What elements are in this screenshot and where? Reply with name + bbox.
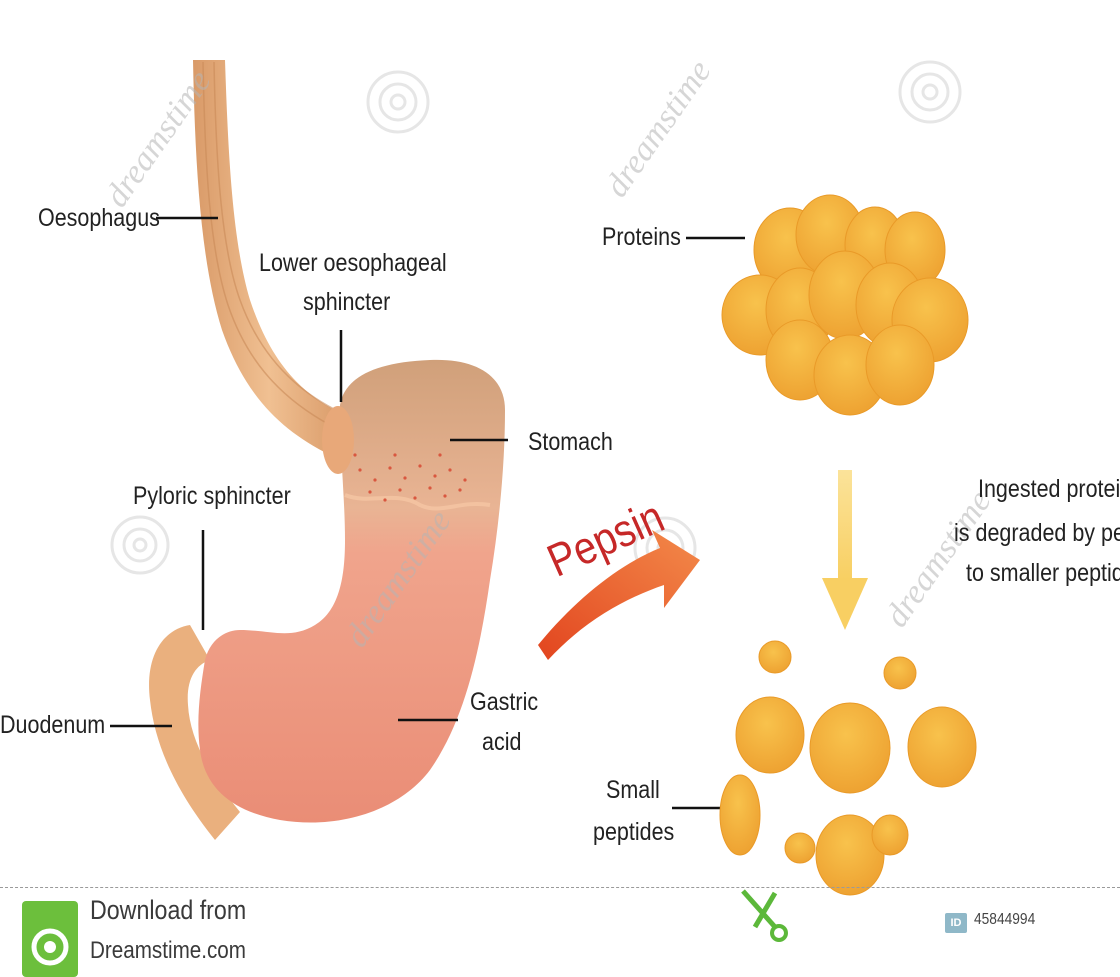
id-badge: ID xyxy=(945,913,967,933)
image-id-number: 45844994 xyxy=(974,911,1035,929)
small-peptides-cluster xyxy=(720,641,976,895)
download-from-text: Download from xyxy=(90,893,246,927)
label-lower-sphincter-line1: Lower oesophageal xyxy=(259,248,447,278)
scissors-icon xyxy=(735,887,795,947)
label-pyloric-sphincter: Pyloric sphincter xyxy=(133,481,291,511)
label-duodenum: Duodenum xyxy=(0,710,105,740)
label-oesophagus: Oesophagus xyxy=(38,203,160,233)
stomach-shape xyxy=(198,360,505,823)
proteins-cluster xyxy=(722,195,968,415)
footer-divider xyxy=(0,887,1120,888)
download-site-text: Dreamstime.com xyxy=(90,937,246,965)
label-gastric-line1: Gastric xyxy=(470,687,538,717)
label-lower-sphincter-line2: sphincter xyxy=(303,287,390,317)
label-ingested-line1: Ingested protein xyxy=(978,474,1120,504)
label-small-line2: peptides xyxy=(593,817,674,847)
download-footer: Download from Dreamstime.com ID 45844994 xyxy=(0,887,1120,977)
label-ingested-line2: is degraded by pep xyxy=(954,518,1120,548)
label-stomach: Stomach xyxy=(528,427,613,457)
label-small-line1: Small xyxy=(606,775,660,805)
degradation-arrow xyxy=(822,470,868,630)
label-ingested-line3: to smaller peptid xyxy=(966,558,1120,588)
label-proteins: Proteins xyxy=(602,222,681,252)
label-gastric-line2: acid xyxy=(482,727,521,757)
